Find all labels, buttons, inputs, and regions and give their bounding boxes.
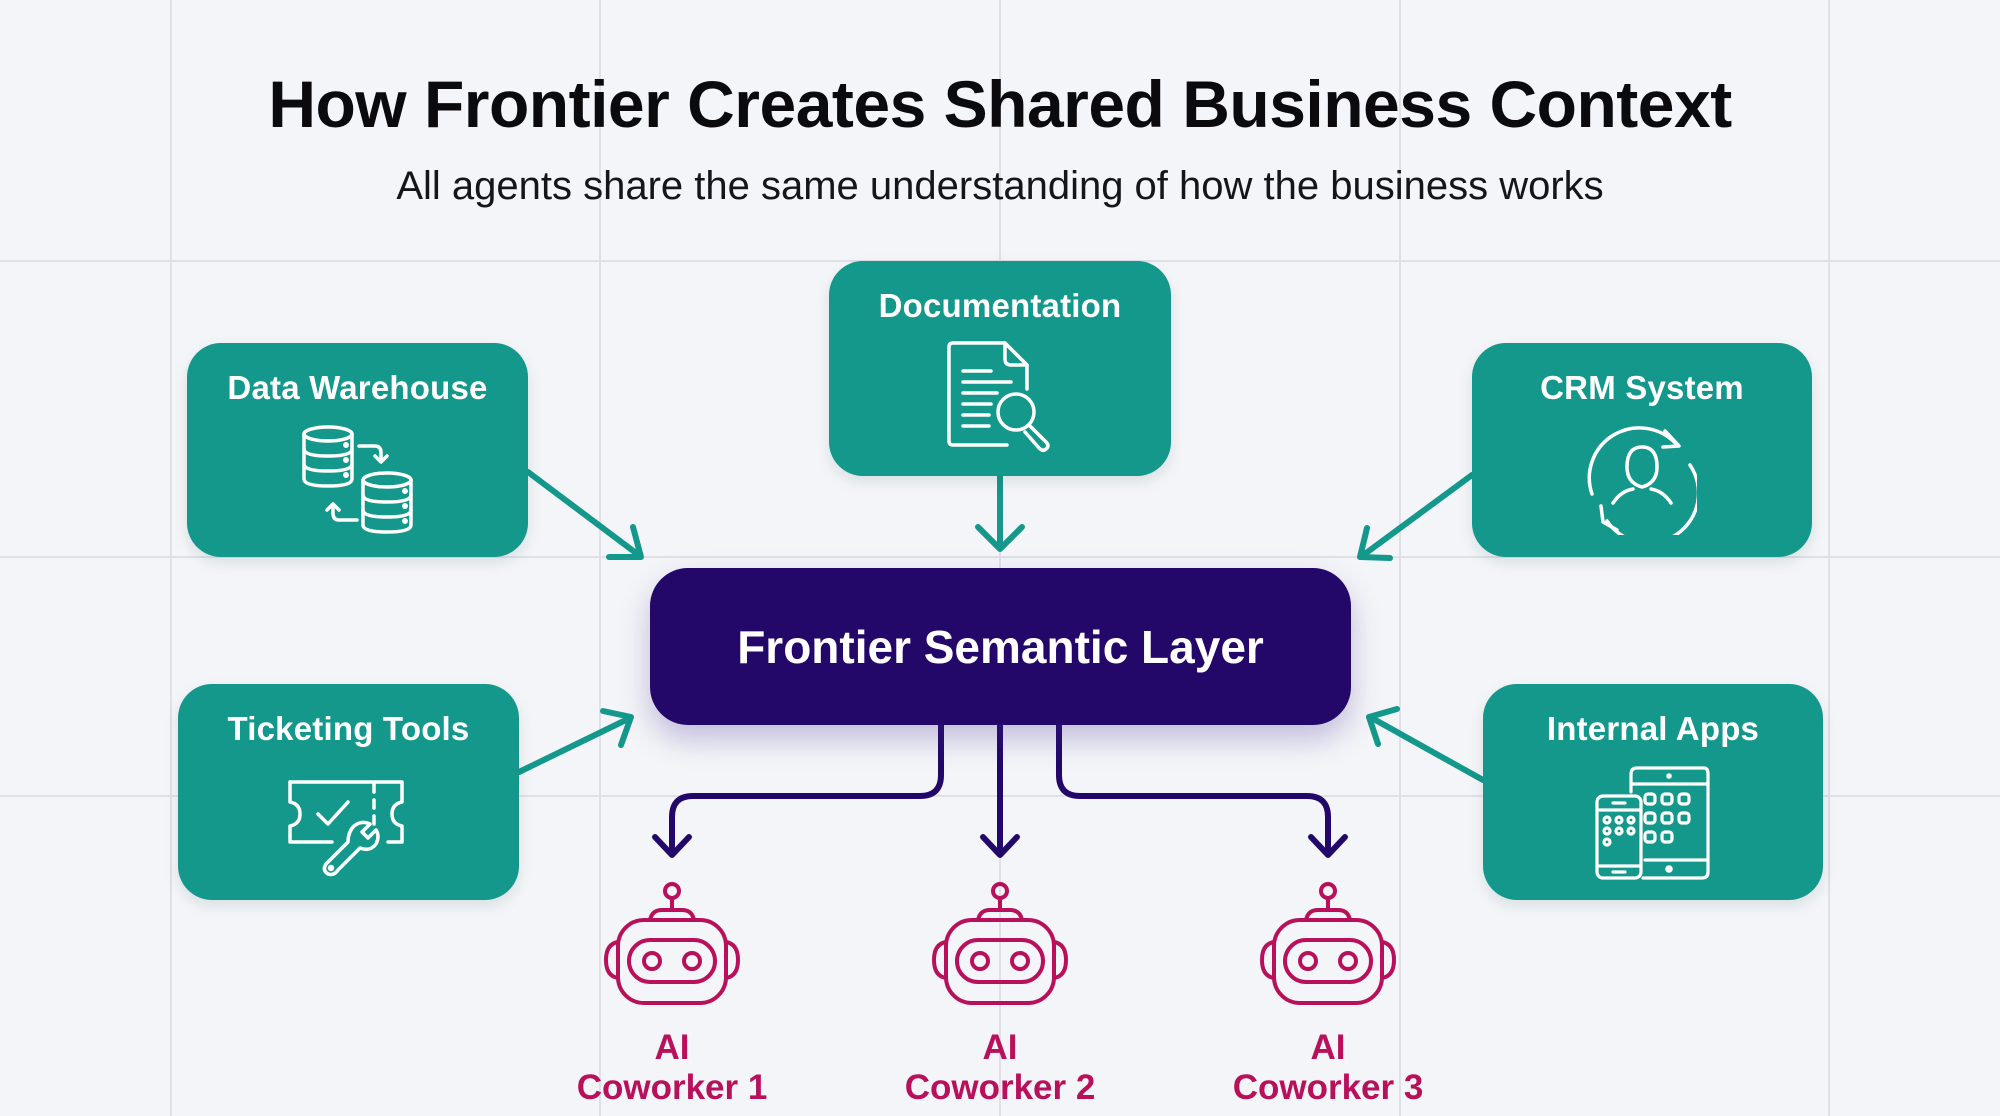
robot-icon bbox=[604, 882, 740, 1005]
source-label: Data Warehouse bbox=[227, 369, 488, 406]
agent-label: AI Coworker 3 bbox=[1232, 1028, 1424, 1107]
database-sync-icon bbox=[302, 425, 413, 534]
arrow-agent-1 bbox=[652, 722, 944, 858]
source-label: Internal Apps bbox=[1546, 710, 1760, 747]
document-search-icon bbox=[947, 341, 1050, 453]
robot-icon bbox=[1260, 882, 1396, 1005]
page-subtitle: All agents share the same understanding … bbox=[396, 164, 1604, 208]
agent-ai-coworker-1[interactable]: AI Coworker 1 bbox=[572, 880, 772, 1108]
agent-label: AI Coworker 2 bbox=[904, 1028, 1096, 1107]
user-sync-icon bbox=[1587, 426, 1697, 535]
arrow-data-warehouse bbox=[525, 469, 644, 560]
devices-apps-icon bbox=[1595, 766, 1710, 880]
arrow-ticketing-tools bbox=[516, 708, 634, 775]
arrow-documentation bbox=[975, 473, 1025, 552]
source-internal-apps[interactable]: Internal Apps bbox=[1483, 684, 1823, 900]
source-ticketing-tools[interactable]: Ticketing Tools bbox=[178, 684, 519, 900]
agent-ai-coworker-3[interactable]: AI Coworker 3 bbox=[1228, 880, 1428, 1108]
source-label: Ticketing Tools bbox=[227, 710, 470, 747]
ticket-wrench-icon bbox=[288, 780, 404, 877]
source-documentation[interactable]: Documentation bbox=[829, 261, 1171, 476]
agent-ai-coworker-2[interactable]: AI Coworker 2 bbox=[900, 880, 1100, 1108]
source-label: CRM System bbox=[1540, 369, 1744, 406]
arrow-crm-system bbox=[1357, 472, 1475, 561]
agent-label: AI Coworker 1 bbox=[576, 1028, 768, 1107]
arrow-agent-2 bbox=[980, 722, 1020, 858]
robot-icon bbox=[932, 882, 1068, 1005]
source-data-warehouse[interactable]: Data Warehouse bbox=[187, 343, 528, 557]
arrow-agent-3 bbox=[1056, 722, 1348, 858]
source-crm-system[interactable]: CRM System bbox=[1472, 343, 1812, 557]
hub-label: Frontier Semantic Layer bbox=[737, 620, 1264, 673]
arrow-internal-apps bbox=[1366, 706, 1486, 783]
source-label: Documentation bbox=[878, 287, 1122, 324]
semantic-layer-hub[interactable]: Frontier Semantic Layer bbox=[650, 568, 1351, 725]
page-title: How Frontier Creates Shared Business Con… bbox=[268, 67, 1732, 141]
